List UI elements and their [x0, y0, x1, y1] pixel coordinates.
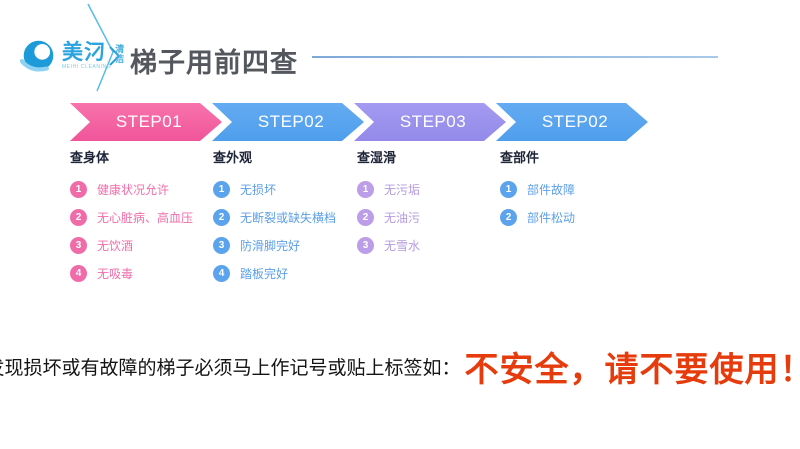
list-item-label: 无饮酒: [97, 239, 134, 253]
step-arrow-4: STEP02: [496, 103, 648, 141]
list-item: 2 无断裂或缺失横档: [213, 209, 355, 226]
column-header: 查湿滑: [357, 150, 397, 165]
checklist-column-parts: 查部件 1 部件故障 2 部件松动: [500, 150, 642, 237]
footer-warning-row: 发现损坏或有故障的梯子必须马上作记号或贴上标签如： 不安全，请不要使用！: [0, 338, 800, 394]
list-item-label: 部件松动: [527, 211, 576, 225]
brand-logo: 美汈 MEIHI CLEANING 清洁: [20, 38, 125, 75]
number-badge: 3: [357, 237, 374, 254]
list-item: 2 无心脏病、高血压: [70, 209, 212, 226]
checklist-column-appearance: 查外观 1 无损坏 2 无断裂或缺失横档 3 防滑脚完好 4 踏板完好: [213, 150, 355, 293]
step-arrow-1-label: STEP01: [115, 112, 183, 131]
step-arrow-2: STEP02: [212, 103, 364, 141]
step-arrow-3-label: STEP03: [399, 112, 467, 131]
list-item-label: 健康状况允许: [97, 183, 170, 197]
list-item-label: 无吸毒: [97, 267, 134, 281]
list-item-label: 无断裂或缺失横档: [240, 211, 337, 225]
number-badge: 1: [70, 181, 87, 198]
list-item: 2 无油污: [357, 209, 499, 226]
checklist-column-slippery: 查湿滑 1 无污垢 2 无油污 3 无雪水: [357, 150, 499, 265]
column-header: 查外观: [213, 150, 253, 165]
list-item: 3 无饮酒: [70, 237, 212, 254]
list-item: 3 无雪水: [357, 237, 499, 254]
list-item-label: 踏板完好: [240, 267, 289, 281]
list-item: 1 健康状况允许: [70, 181, 212, 198]
decor-chevron-line: [87, 3, 114, 92]
brand-subname: 清洁: [115, 44, 125, 64]
number-badge: 2: [213, 209, 230, 226]
list-item-label: 无污垢: [384, 183, 421, 197]
number-badge: 1: [357, 181, 374, 198]
number-badge: 4: [213, 265, 230, 282]
title-underline: [312, 56, 718, 58]
column-header: 查部件: [500, 150, 540, 165]
list-item: 2 部件松动: [500, 209, 642, 226]
list-item-label: 防滑脚完好: [240, 239, 301, 253]
warning-text: 不安全，请不要使用！: [464, 350, 800, 389]
list-item: 1 无损坏: [213, 181, 355, 198]
number-badge: 3: [70, 237, 87, 254]
number-badge: 1: [213, 181, 230, 198]
brand-name: 美汈: [62, 41, 106, 64]
column-header: 查身体: [70, 150, 110, 165]
list-item: 3 防滑脚完好: [213, 237, 355, 254]
number-badge: 3: [213, 237, 230, 254]
step-arrow-4-label: STEP02: [541, 112, 609, 131]
number-badge: 4: [70, 265, 87, 282]
list-item-label: 部件故障: [527, 183, 576, 197]
page-title: 梯子用前四查: [130, 48, 298, 78]
list-item: 4 踏板完好: [213, 265, 355, 282]
list-item: 4 无吸毒: [70, 265, 212, 282]
number-badge: 1: [500, 181, 517, 198]
number-badge: 2: [70, 209, 87, 226]
footer-note: 发现损坏或有故障的梯子必须马上作记号或贴上标签如：: [0, 357, 461, 379]
list-item-label: 无油污: [384, 211, 421, 225]
list-item: 1 部件故障: [500, 181, 642, 198]
brand-tagline: MEIHI CLEANING: [62, 64, 112, 70]
step-arrow-3: STEP03: [354, 103, 506, 141]
list-item-label: 无损坏: [240, 183, 277, 197]
list-item: 1 无污垢: [357, 181, 499, 198]
list-item-label: 无雪水: [384, 239, 421, 253]
list-item-label: 无心脏病、高血压: [97, 211, 194, 225]
brand-logo-icon: [20, 40, 54, 72]
number-badge: 2: [500, 209, 517, 226]
number-badge: 2: [357, 209, 374, 226]
chevron-right-icon: [109, 46, 121, 66]
checklist-column-body: 查身体 1 健康状况允许 2 无心脏病、高血压 3 无饮酒 4 无吸毒: [70, 150, 212, 293]
step-arrow-2-label: STEP02: [257, 112, 325, 131]
step-arrow-1: STEP01: [70, 103, 222, 141]
